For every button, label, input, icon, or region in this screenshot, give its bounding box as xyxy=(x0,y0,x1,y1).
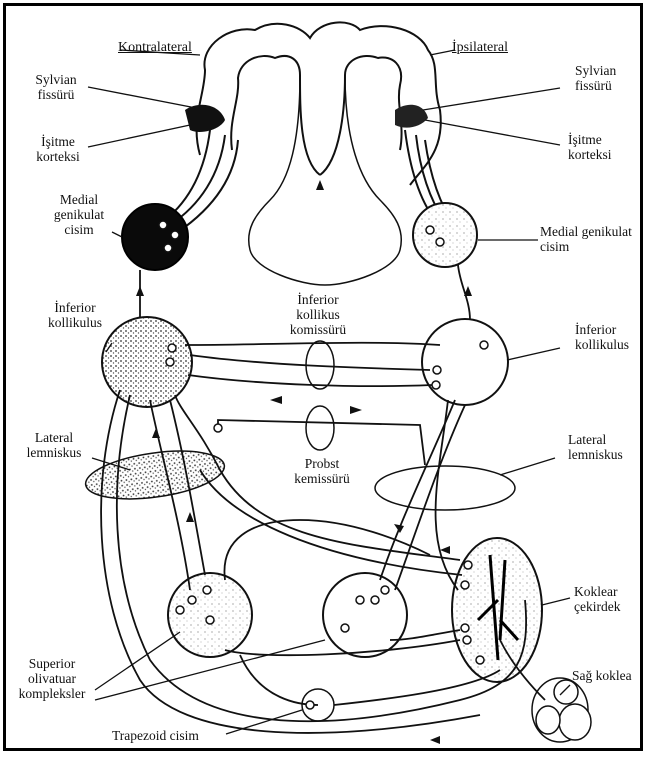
auditory-cortex-left xyxy=(185,105,225,132)
inferior-colliculus-right xyxy=(422,319,508,405)
superior-olive-right xyxy=(323,573,407,657)
cortex-outer-outline xyxy=(197,22,441,185)
label-trapezoid: Trapezoid cisim xyxy=(112,728,199,743)
fiber-long-left-2 xyxy=(101,390,480,733)
fiber-trapezoid-2 xyxy=(334,670,500,705)
lateral-lemniscus-right xyxy=(375,466,515,510)
brain-stem-outline xyxy=(249,75,402,285)
superior-olive-left xyxy=(168,573,252,657)
cortex-inner-outline xyxy=(231,56,401,175)
fiber-ic-left-to-ic-right-1 xyxy=(190,355,430,370)
header-contralateral: Kontralateral xyxy=(118,40,192,55)
label-sag-koklea: Sağ koklea xyxy=(572,668,632,683)
auditory-cortex-right xyxy=(395,105,428,128)
cochlea xyxy=(532,678,591,742)
radiation-left-1 xyxy=(165,130,210,220)
commissure-ellipse-lower xyxy=(306,406,334,450)
medial-geniculate-right xyxy=(413,203,477,267)
header-ipsilateral: İpsilateral xyxy=(452,40,508,55)
inferior-colliculus-left xyxy=(102,317,192,407)
cochlear-nucleus xyxy=(452,538,542,682)
